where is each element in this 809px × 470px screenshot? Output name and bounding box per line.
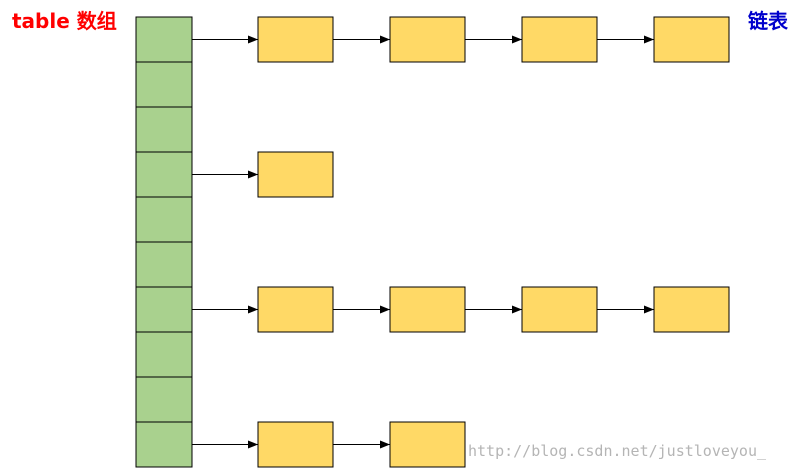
array-cell (135, 421, 193, 468)
list-node (389, 286, 466, 333)
array-cell (135, 376, 193, 423)
list-node (389, 421, 466, 468)
list-node (257, 286, 334, 333)
linked-lists (192, 16, 730, 468)
array-cell (135, 286, 193, 333)
list-node (521, 16, 598, 63)
array-cell (135, 241, 193, 288)
linked-list-label: 链表 (748, 9, 789, 33)
array-cell (135, 106, 193, 153)
list-node (257, 16, 334, 63)
array-cell (135, 61, 193, 108)
list-node (257, 151, 334, 198)
array-cell (135, 196, 193, 243)
list-node (653, 16, 730, 63)
array-cell (135, 16, 193, 63)
watermark-text: http://blog.csdn.net/justloveyou_ (468, 442, 767, 460)
list-node (521, 286, 598, 333)
table-array-label: table 数组 (12, 9, 117, 33)
list-node (389, 16, 466, 63)
array-cell (135, 331, 193, 378)
array-cell (135, 151, 193, 198)
list-node (653, 286, 730, 333)
table-array (135, 16, 193, 468)
list-node (257, 421, 334, 468)
